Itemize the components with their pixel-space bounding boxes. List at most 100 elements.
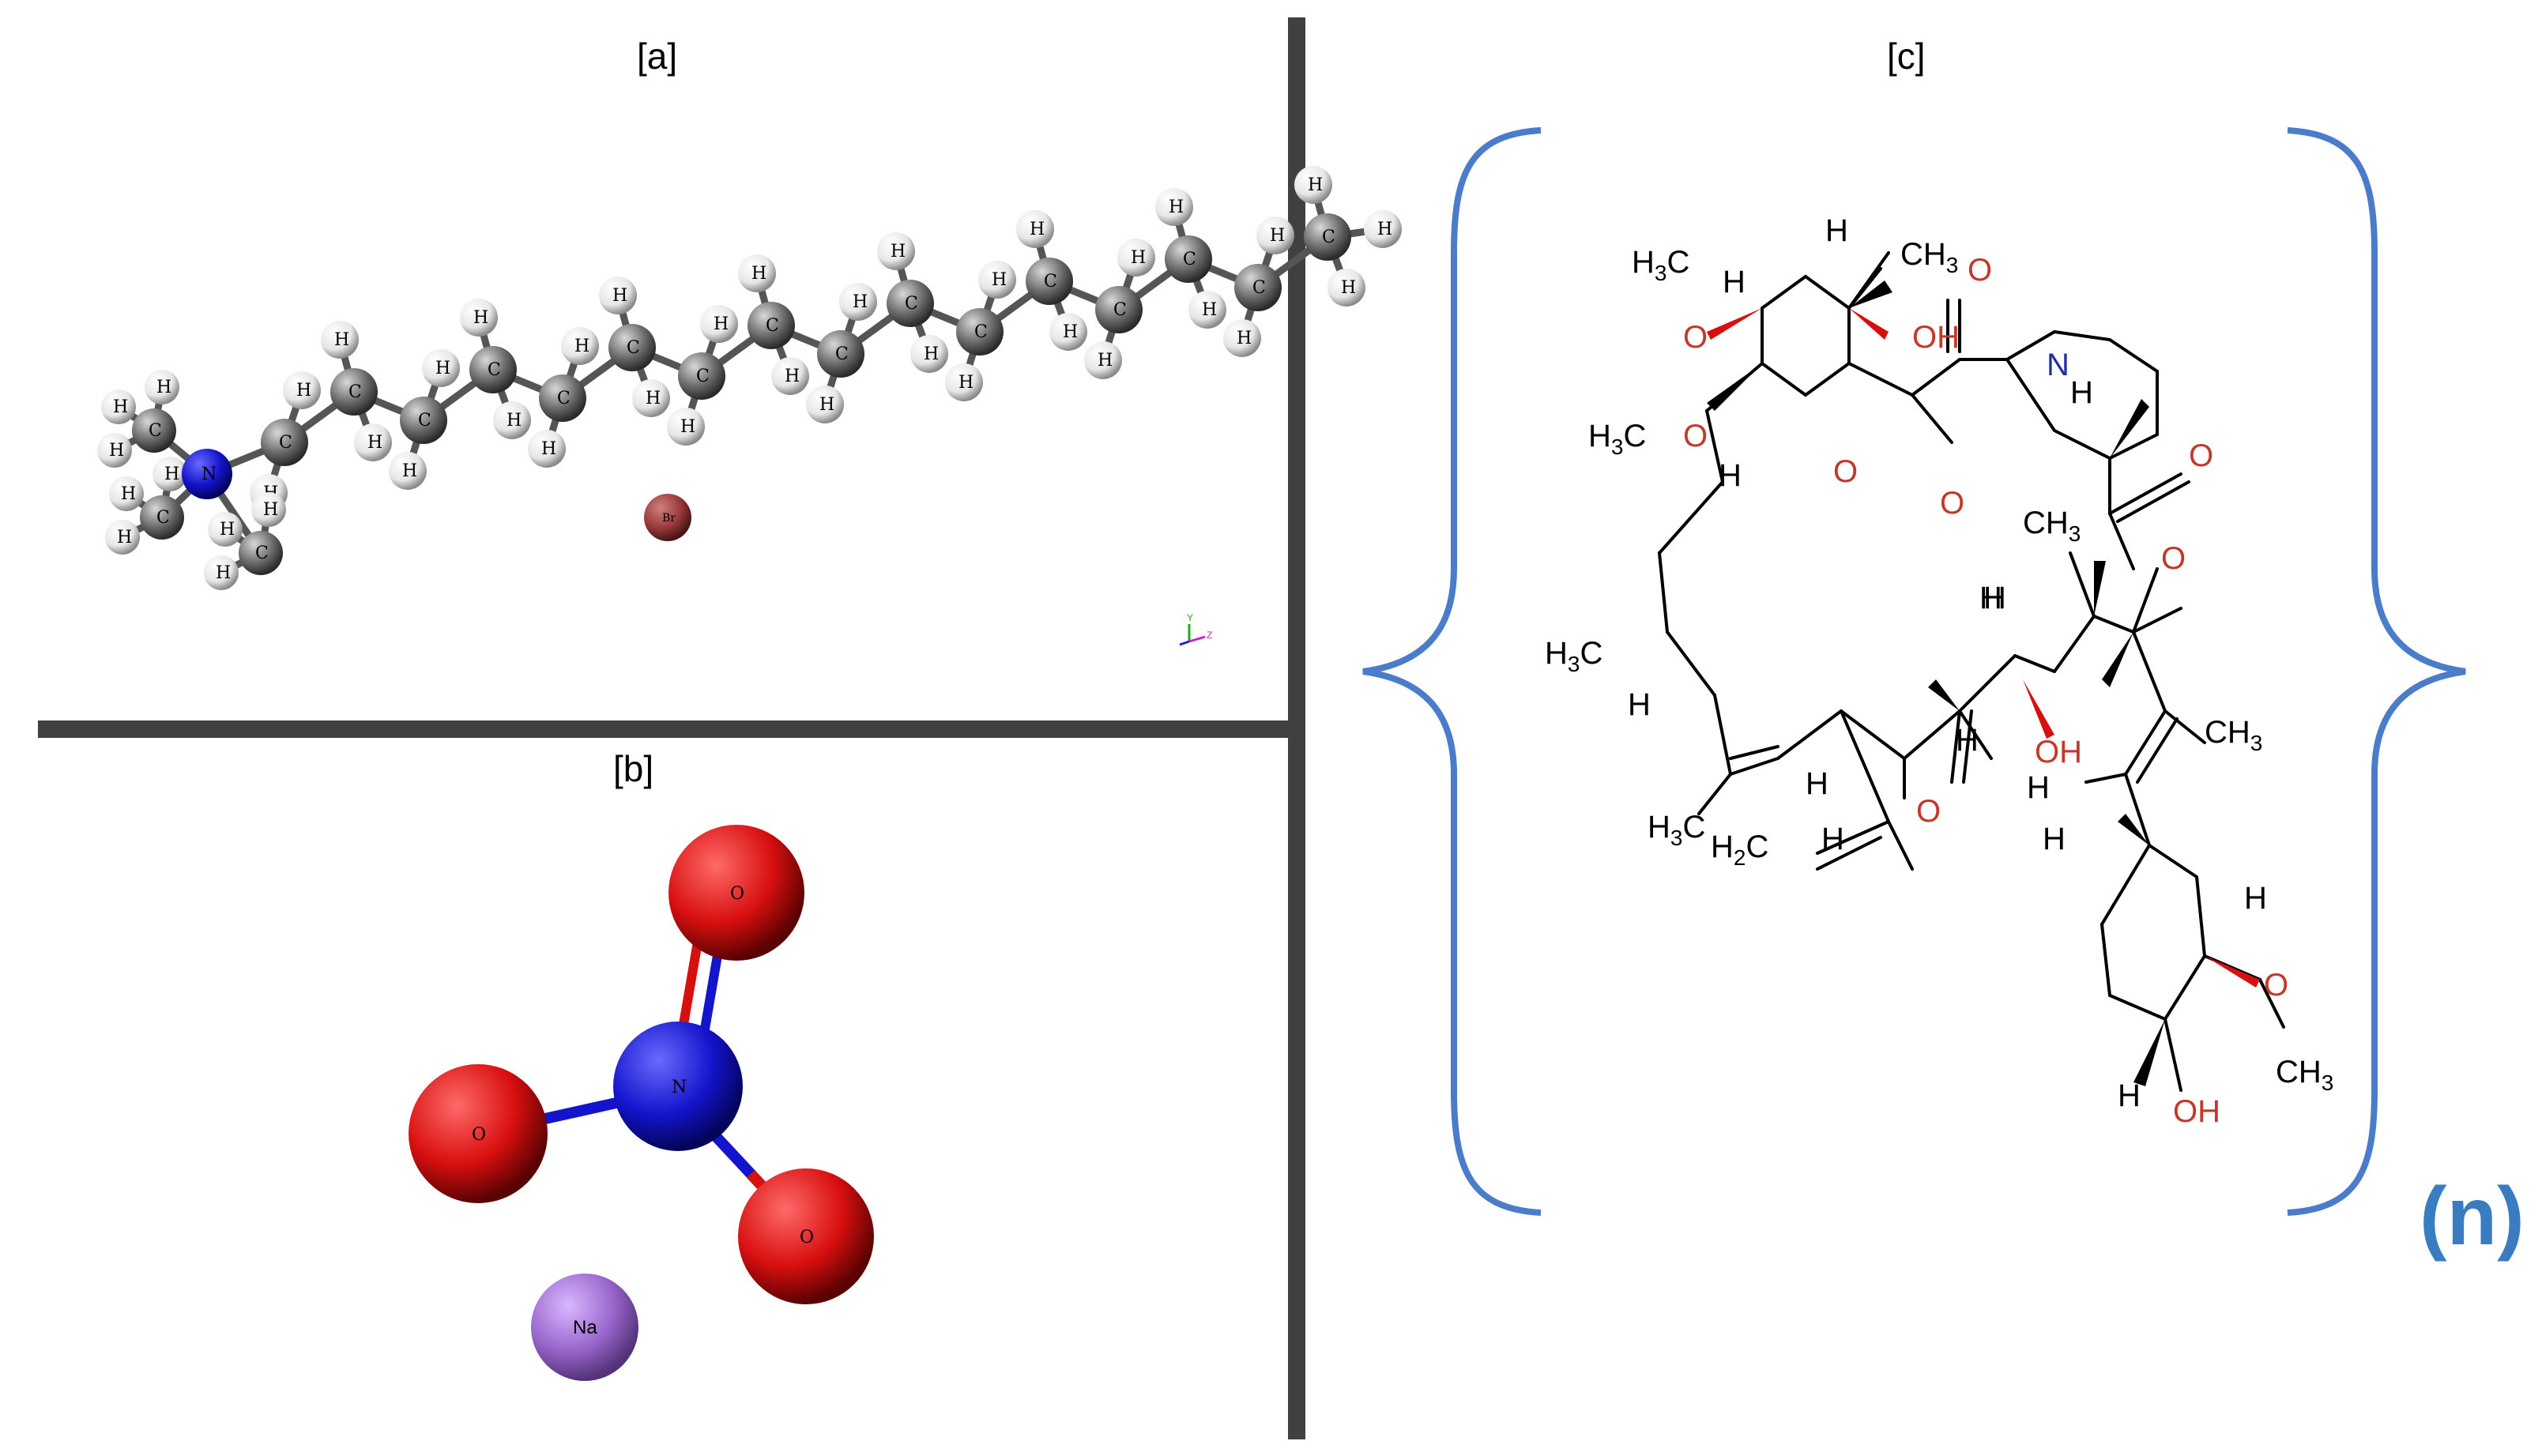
hydrogen-atom bbox=[632, 379, 670, 417]
label-h-3: H bbox=[1719, 458, 1742, 493]
atom-label-h: H bbox=[121, 484, 136, 504]
label-h-4: H bbox=[1628, 687, 1651, 722]
hydrogen-atom bbox=[389, 452, 427, 490]
label-ch3-mid: CH3 bbox=[2023, 506, 2081, 546]
label-h-8: H bbox=[1806, 766, 1828, 801]
label-h-11: H bbox=[2043, 822, 2066, 856]
atom-label-h: H bbox=[1237, 329, 1252, 348]
hydrogen-atom bbox=[978, 261, 1016, 299]
label-h-10: H bbox=[2027, 770, 2050, 805]
hydrogen-atom bbox=[422, 349, 460, 387]
horizontal-divider bbox=[38, 720, 1299, 738]
hydrogen-atom bbox=[806, 386, 844, 423]
label-ch3-bottom: CH3 bbox=[2276, 1055, 2333, 1095]
label-h-5: H bbox=[2070, 375, 2093, 410]
carbon-atom bbox=[400, 397, 447, 444]
atom-label-h: H bbox=[958, 373, 973, 393]
hydrogen-atom bbox=[321, 321, 359, 359]
hydrogen-atom bbox=[1155, 188, 1193, 226]
carbon-atom bbox=[1165, 235, 1212, 283]
right-brace bbox=[2287, 127, 2466, 1216]
hydrogen-atom bbox=[153, 457, 187, 491]
atom-label-h: H bbox=[216, 563, 231, 583]
atom-label-h: H bbox=[574, 337, 589, 356]
atom-label-c: C bbox=[835, 344, 849, 364]
label-o-methoxy-mid: O bbox=[1683, 419, 1708, 453]
label-o-ring: O bbox=[1833, 454, 1858, 489]
panel-label-b: [b] bbox=[613, 748, 654, 789]
atom-label-c: C bbox=[149, 421, 162, 441]
atom-label-h: H bbox=[117, 528, 132, 547]
atom-label-h: H bbox=[220, 520, 235, 540]
atom-label-c: C bbox=[1183, 250, 1196, 269]
structure-bonds bbox=[1658, 251, 2285, 1092]
hydrogen-atom bbox=[251, 492, 286, 527]
hydrogen-atom bbox=[667, 408, 705, 446]
atom-label-h: H bbox=[1202, 300, 1217, 320]
label-h-1: H bbox=[1825, 213, 1848, 248]
label-h2c: H2C bbox=[1711, 830, 1768, 870]
hydrogen-atom bbox=[1049, 313, 1087, 351]
hydrogen-atom bbox=[101, 389, 136, 424]
hydrogen-atom bbox=[1364, 210, 1402, 248]
left-brace bbox=[1362, 127, 1542, 1216]
atom-label-h: H bbox=[473, 308, 488, 328]
axis-z-label: Z bbox=[1207, 630, 1212, 641]
atom-label-h: H bbox=[612, 286, 627, 306]
atom-label-h: H bbox=[1030, 220, 1045, 239]
hydrogen-atom bbox=[839, 283, 877, 321]
panel-b-molecule: O O O N Na bbox=[409, 825, 874, 1381]
carbon-atom bbox=[132, 408, 176, 453]
atom-label-h: H bbox=[646, 389, 661, 408]
hydrogen-atom bbox=[877, 232, 915, 270]
label-o-ester: O bbox=[2189, 438, 2213, 473]
atom-label-h: H bbox=[113, 397, 128, 417]
carbon-atom bbox=[678, 352, 725, 400]
carbon-atom bbox=[469, 346, 517, 393]
label-h3c-top: H3C bbox=[1632, 245, 1689, 285]
hydrogen-atom bbox=[528, 430, 566, 468]
bromine-atom bbox=[644, 494, 691, 541]
atom-label-h: H bbox=[819, 395, 834, 415]
label-o-carbonyl-mid: O bbox=[1940, 486, 1964, 521]
hydrogen-atom bbox=[1294, 166, 1332, 204]
atom-label-c: C bbox=[418, 411, 431, 431]
hydrogen-atom bbox=[105, 520, 140, 555]
hydrogen-atom bbox=[945, 363, 983, 401]
label-n: N bbox=[2047, 348, 2069, 382]
carbon-atom bbox=[1095, 286, 1143, 333]
atom-label-br: Br bbox=[662, 512, 676, 525]
hydrogen-atom bbox=[145, 370, 179, 404]
atom-label-h: H bbox=[891, 242, 906, 261]
atom-label-h: H bbox=[853, 292, 868, 312]
label-o-carbonyl-top: O bbox=[1968, 253, 1992, 288]
atom-label-h: H bbox=[435, 359, 450, 378]
atom-label-h: H bbox=[924, 344, 939, 364]
label-h-14: H bbox=[1983, 581, 2006, 615]
atom-label-h: H bbox=[680, 417, 695, 437]
atom-label-c: C bbox=[279, 433, 292, 453]
atom-label-c: C bbox=[1113, 300, 1127, 320]
hydrogen-atom bbox=[283, 371, 321, 409]
hydrogen-atom bbox=[208, 512, 243, 547]
repeat-unit-label: (n) bbox=[2420, 1171, 2525, 1262]
carbon-atom bbox=[539, 374, 586, 422]
label-o-ketone: O bbox=[1916, 794, 1941, 829]
hydrogen-atom bbox=[1256, 216, 1294, 254]
hydrogen-atom bbox=[1188, 291, 1226, 329]
label-h3c-bottom: H3C bbox=[1648, 810, 1705, 850]
atom-label-o-right: O bbox=[800, 1228, 814, 1247]
atom-label-c: C bbox=[255, 544, 269, 563]
atom-label-h: H bbox=[992, 270, 1007, 290]
hydrogen-atom bbox=[1223, 319, 1261, 357]
axis-triad: Y Z bbox=[1179, 612, 1212, 646]
oxygen-atom-right bbox=[738, 1168, 874, 1304]
atom-label-h: H bbox=[296, 381, 311, 401]
hydrogen-atom bbox=[561, 327, 599, 365]
atom-label-o-left: O bbox=[472, 1125, 486, 1145]
hydrogen-atom bbox=[1327, 269, 1365, 307]
atom-label-h: H bbox=[164, 465, 179, 484]
atom-label-h: H bbox=[1131, 248, 1146, 268]
hydrogen-atom bbox=[771, 357, 809, 395]
hydrogen-atom bbox=[1016, 210, 1054, 248]
